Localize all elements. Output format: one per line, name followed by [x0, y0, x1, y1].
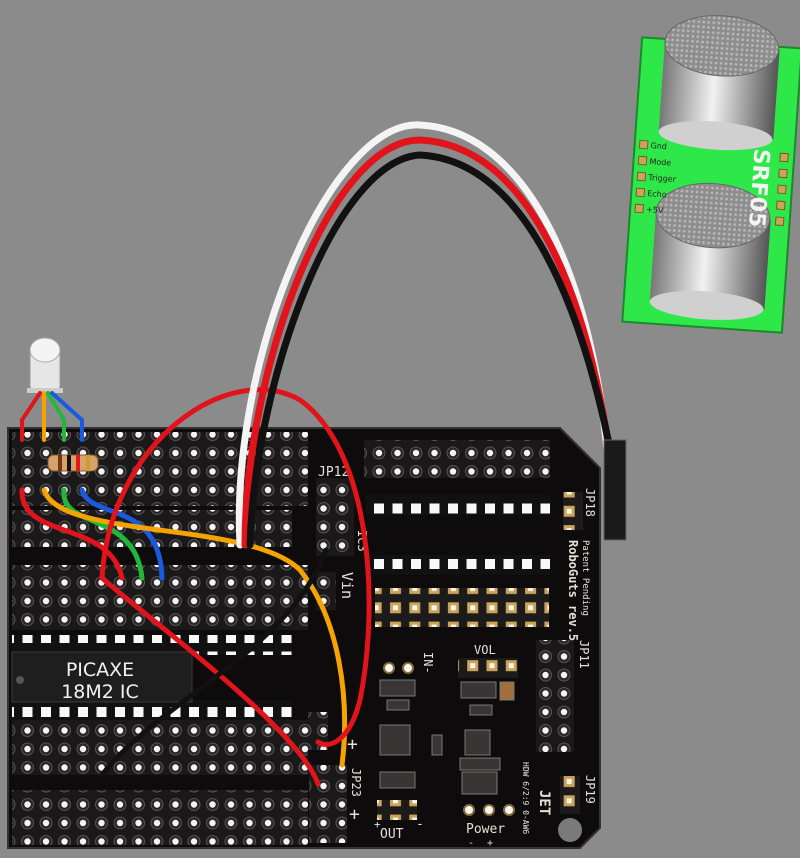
led-leg-red: [20, 391, 42, 442]
cable-white: [235, 121, 612, 549]
wire-green-jumper: [61, 487, 145, 581]
wires: [19, 121, 627, 787]
small-header: [308, 712, 328, 750]
label-small-plus: +: [347, 734, 358, 755]
wire-red-arc: [99, 387, 372, 748]
sensor-pin-labels: Gnd Mode Trigger Echo +5V: [646, 141, 677, 215]
label-jp11: JP11: [577, 640, 591, 669]
header-rows-bottom: [12, 720, 308, 775]
pin-label: Mode: [649, 157, 671, 168]
label-patent: Patent Pending: [580, 540, 590, 616]
chip-model: 18M2 IC: [61, 681, 139, 703]
pin-label: Trigger: [647, 173, 677, 184]
cable-black: [246, 151, 620, 549]
label-vol: VOL: [474, 643, 496, 657]
label-brand: JET: [536, 790, 552, 815]
label-jp12: JP12: [318, 465, 349, 480]
chip-name: PICAXE: [66, 659, 134, 681]
header-top-right: [364, 440, 550, 478]
vol-header: [458, 658, 518, 678]
smd-components: [379, 679, 515, 795]
header-gold: [375, 588, 549, 627]
led-leg-green: [46, 391, 66, 442]
socket-pads-lower: [366, 555, 550, 575]
mounting-hole: [558, 818, 582, 842]
jp11-header: [536, 640, 574, 752]
roboguts-board: PICAXE 18M2 IC JP12: [7, 427, 601, 849]
header-rows-base: [12, 790, 308, 845]
socket-pads-upper: [366, 495, 550, 515]
pin-label: Gnd: [650, 141, 667, 151]
sensor-model: SRF05: [743, 148, 773, 228]
wire-red-jumper-1: [19, 487, 125, 581]
power-pins: [463, 804, 515, 816]
pin-label: Echo: [647, 189, 667, 199]
srf05-sensor: Gnd Mode Trigger Echo +5V SRF05: [621, 15, 800, 334]
picaxe-chip: [11, 651, 193, 703]
label-jp23-plus: +: [349, 804, 360, 825]
transducer-bottom: [649, 182, 771, 320]
label-power: Power: [466, 822, 505, 837]
label-out-minus: -: [416, 817, 424, 832]
transducer-top: [658, 15, 780, 151]
chip-notch: [16, 676, 24, 684]
out-header: [377, 800, 417, 820]
label-out-plus: +: [374, 818, 381, 831]
pin-label: +5V: [646, 205, 664, 215]
cable-red: [241, 136, 616, 549]
label-power-minus: -: [468, 838, 474, 849]
label-board-name: RoboGuts rev.5: [566, 540, 580, 641]
label-power-plus: +: [487, 838, 493, 849]
chip-socket-pads-top: [12, 635, 292, 655]
resistor: [47, 454, 99, 472]
rgb-led: [27, 337, 63, 393]
wire-orange-long: [41, 487, 348, 768]
label-vin: Vin: [338, 572, 356, 599]
jp18-header: [563, 492, 583, 530]
label-hdw: HDW 6/2:9 0-AW6: [521, 762, 530, 834]
jp19-header: [560, 776, 580, 814]
label-jp18: JP18: [583, 488, 597, 517]
jp12-header: [316, 478, 354, 556]
wire-black-jumper: [99, 547, 329, 778]
label-out: OUT: [380, 827, 404, 842]
wire-red-lower: [99, 575, 321, 787]
led-leg-blue: [50, 391, 84, 442]
cable-connector: [603, 439, 627, 541]
in-pins: [383, 662, 414, 674]
wire-blue-jumper: [79, 487, 165, 581]
label-jp19: JP19: [583, 775, 597, 804]
label-jp23: JP23: [349, 768, 363, 797]
chip-socket-pads-bottom: [12, 700, 292, 720]
sensor-pads: [634, 139, 789, 227]
label-in-minus: IN-: [421, 652, 435, 674]
